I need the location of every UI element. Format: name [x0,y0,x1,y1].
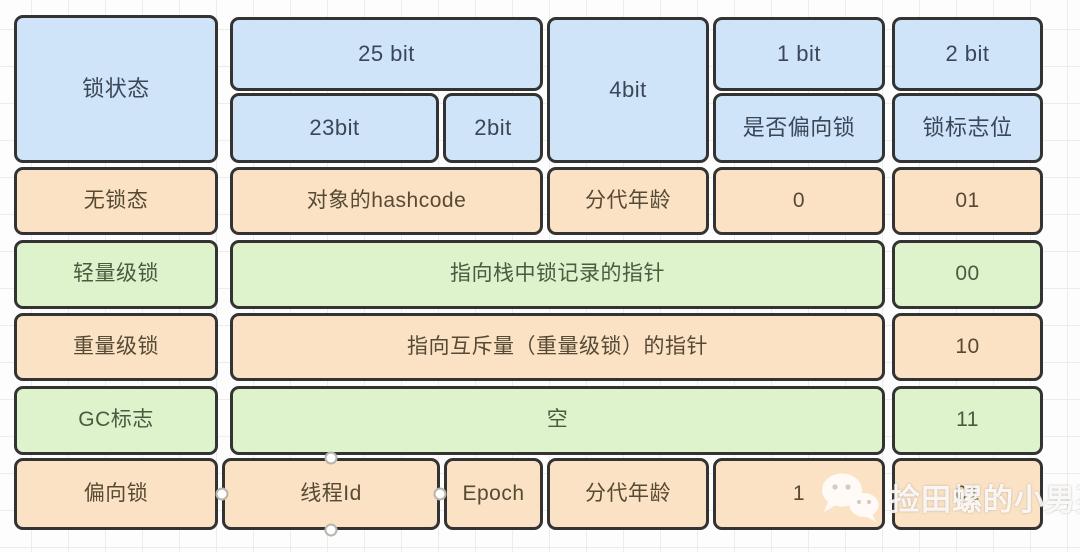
biased-epoch-label: Epoch [462,481,525,505]
cell-biased-epoch[interactable]: Epoch [444,458,543,530]
cell-lightweight-state[interactable]: 轻量级锁 [14,240,218,309]
cell-gc-state[interactable]: GC标志 [14,386,218,455]
lightweight-state-label: 轻量级锁 [73,262,159,286]
heavyweight-content-label: 指向互斥量（重量级锁）的指针 [407,334,708,358]
gc-flag-bits-label: 11 [956,408,979,432]
cell-no-lock-state[interactable]: 无锁态 [14,167,218,235]
cell-gc-content[interactable]: 空 [230,386,885,455]
lightweight-flag-bits-label: 00 [955,262,980,286]
heavyweight-state-label: 重量级锁 [73,334,159,358]
no-lock-flag-bits-label: 01 [955,188,980,212]
bit2-sub-label: 2bit [474,115,512,141]
cell-heavyweight-state[interactable]: 重量级锁 [14,313,218,381]
cell-1bit[interactable]: 1 bit [713,17,885,91]
biased-state-label: 偏向锁 [83,481,149,505]
biased-gen-age-label: 分代年龄 [585,481,671,505]
biased-thread-id-label: 线程Id [300,481,362,505]
cell-biased-bias-bit[interactable]: 1 [713,458,885,530]
cell-2bit-sub[interactable]: 2bit [443,93,543,163]
cell-biased-thread-id[interactable]: 线程Id [222,458,440,530]
no-lock-gen-age-label: 分代年龄 [585,188,671,212]
biased-bias-bit-label: 1 [792,481,806,505]
gc-content-label: 空 [546,408,569,432]
selection-handle-top[interactable] [324,451,338,465]
cell-lightweight-flag-bits[interactable]: 00 [892,240,1043,309]
cell-no-lock-gen-age[interactable]: 分代年龄 [547,167,709,235]
cell-23bit[interactable]: 23bit [230,93,439,163]
cell-heavyweight-content[interactable]: 指向互斥量（重量级锁）的指针 [230,313,885,381]
biased-flag-bits-label: 01 [955,481,980,505]
is-biased-label: 是否偏向锁 [742,115,856,141]
selection-handle-right[interactable] [433,487,447,501]
cell-25bit[interactable]: 25 bit [230,17,543,91]
cell-lightweight-content[interactable]: 指向栈中锁记录的指针 [230,240,885,309]
cell-no-lock-flag-bits[interactable]: 01 [892,167,1043,235]
lightweight-content-label: 指向栈中锁记录的指针 [450,262,665,286]
no-lock-hashcode-label: 对象的hashcode [306,188,467,212]
cell-no-lock-hashcode[interactable]: 对象的hashcode [230,167,543,235]
cell-gc-flag-bits[interactable]: 11 [892,386,1043,455]
cell-4bit[interactable]: 4bit [547,17,709,163]
selection-handle-left[interactable] [215,487,229,501]
cell-2bit[interactable]: 2 bit [892,17,1043,91]
gc-state-label: GC标志 [78,408,154,432]
cell-biased-flag-bits[interactable]: 01 [892,458,1043,530]
bit25-label: 25 bit [358,41,415,67]
heavyweight-flag-bits-label: 10 [955,334,980,358]
bit4-label: 4bit [609,77,647,103]
bit23-label: 23bit [309,115,360,141]
selection-handle-bottom[interactable] [324,523,338,537]
cell-is-biased[interactable]: 是否偏向锁 [713,93,885,163]
lock-flag-label: 锁标志位 [922,115,1013,141]
lock-state-label: 锁状态 [82,76,150,102]
no-lock-state-label: 无锁态 [83,188,149,212]
bit2-label: 2 bit [945,41,990,67]
cell-heavyweight-flag-bits[interactable]: 10 [892,313,1043,381]
cell-lock-state-header[interactable]: 锁状态 [14,15,218,163]
no-lock-bias-bit-label: 0 [792,188,806,212]
cell-biased-state[interactable]: 偏向锁 [14,458,218,530]
cell-lock-flag[interactable]: 锁标志位 [892,93,1043,163]
bit1-label: 1 bit [776,41,822,67]
cell-biased-gen-age[interactable]: 分代年龄 [547,458,709,530]
cell-no-lock-bias-bit[interactable]: 0 [713,167,885,235]
